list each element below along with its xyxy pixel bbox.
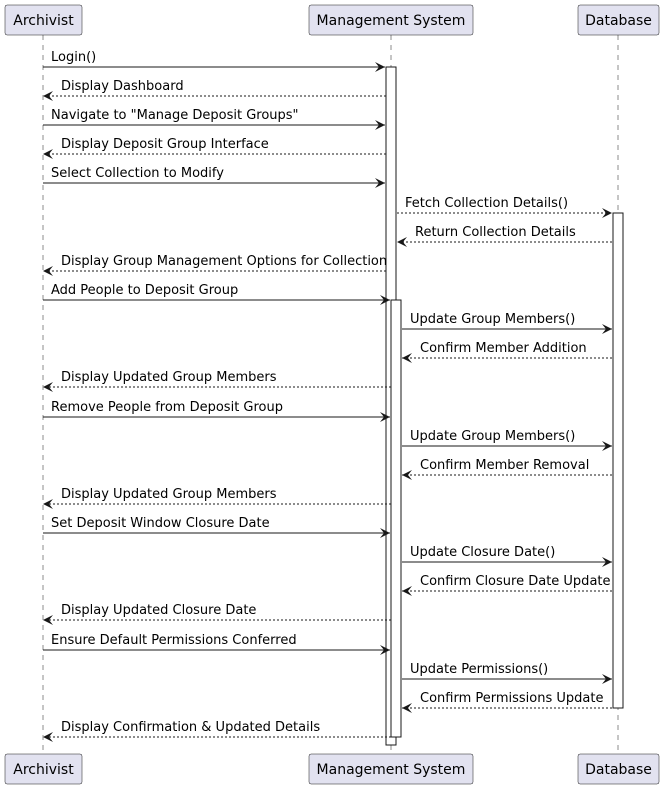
message: Update Group Members() bbox=[402, 312, 612, 334]
message-label: Update Group Members() bbox=[410, 429, 575, 444]
message: Confirm Member Removal bbox=[402, 458, 612, 480]
message-label: Update Closure Date() bbox=[410, 545, 555, 560]
message-label: Ensure Default Permissions Conferred bbox=[51, 633, 297, 648]
message: Navigate to "Manage Deposit Groups" bbox=[43, 108, 385, 130]
message-label: Display Confirmation & Updated Details bbox=[61, 720, 320, 735]
message-label: Fetch Collection Details() bbox=[405, 196, 568, 211]
message: Display Confirmation & Updated Details bbox=[43, 720, 391, 742]
message-label: Confirm Member Addition bbox=[420, 341, 587, 356]
participants-top: Archivist Management System Database bbox=[4, 4, 660, 36]
message: Display Deposit Group Interface bbox=[43, 137, 386, 159]
participant-archivist-bottom: Archivist bbox=[4, 753, 83, 785]
message: Display Dashboard bbox=[43, 79, 386, 101]
message: Display Updated Closure Date bbox=[43, 603, 391, 625]
activation-database bbox=[612, 212, 624, 709]
message-label: Add People to Deposit Group bbox=[51, 283, 238, 298]
message: Return Collection Details bbox=[397, 225, 612, 247]
message-label: Display Group Management Options for Col… bbox=[61, 254, 387, 269]
message: Set Deposit Window Closure Date bbox=[43, 516, 390, 538]
message: Add People to Deposit Group bbox=[43, 283, 390, 305]
participant-label: Database bbox=[585, 13, 652, 29]
message-label: Navigate to "Manage Deposit Groups" bbox=[51, 108, 299, 123]
message-label: Select Collection to Modify bbox=[51, 166, 224, 181]
participant-label: Archivist bbox=[13, 13, 74, 29]
message-label: Display Dashboard bbox=[61, 79, 184, 94]
participant-database-bottom: Database bbox=[577, 753, 660, 785]
participant-label: Management System bbox=[317, 762, 466, 778]
message-label: Update Permissions() bbox=[410, 662, 548, 677]
message: Display Updated Group Members bbox=[43, 487, 391, 509]
message: Ensure Default Permissions Conferred bbox=[43, 633, 390, 655]
message: Update Group Members() bbox=[402, 429, 612, 451]
message: Update Permissions() bbox=[402, 662, 612, 684]
message-label: Display Updated Group Members bbox=[61, 370, 277, 385]
message: Confirm Member Addition bbox=[402, 341, 612, 363]
participants-bottom: Archivist Management System Database bbox=[4, 753, 660, 785]
message-label: Display Updated Group Members bbox=[61, 487, 277, 502]
message: Remove People from Deposit Group bbox=[43, 400, 390, 422]
message-label: Return Collection Details bbox=[415, 225, 576, 240]
message: Select Collection to Modify bbox=[43, 166, 385, 188]
message-label: Update Group Members() bbox=[410, 312, 575, 327]
message: Update Closure Date() bbox=[402, 545, 612, 567]
participant-label: Archivist bbox=[13, 762, 74, 778]
message-label: Login() bbox=[51, 50, 96, 65]
message: Confirm Closure Date Update bbox=[402, 574, 612, 596]
participant-database: Database bbox=[577, 4, 660, 36]
message-label: Confirm Permissions Update bbox=[420, 691, 603, 706]
activations bbox=[385, 66, 624, 746]
participant-management-system: Management System bbox=[308, 4, 474, 36]
participant-management-system-bottom: Management System bbox=[308, 753, 474, 785]
message: Display Updated Group Members bbox=[43, 370, 391, 392]
message: Confirm Permissions Update bbox=[402, 691, 612, 713]
message-label: Confirm Closure Date Update bbox=[420, 574, 611, 589]
message-label: Confirm Member Removal bbox=[420, 458, 589, 473]
message-label: Display Deposit Group Interface bbox=[61, 137, 269, 152]
message-label: Display Updated Closure Date bbox=[61, 603, 256, 618]
message: Fetch Collection Details() bbox=[397, 196, 612, 218]
message-label: Remove People from Deposit Group bbox=[51, 400, 283, 415]
activation-management-inner bbox=[390, 299, 402, 738]
message: Display Group Management Options for Col… bbox=[43, 254, 387, 276]
message-label: Set Deposit Window Closure Date bbox=[51, 516, 270, 531]
participant-archivist: Archivist bbox=[4, 4, 83, 36]
participant-label: Management System bbox=[317, 13, 466, 29]
message: Login() bbox=[43, 50, 385, 72]
participant-label: Database bbox=[585, 762, 652, 778]
